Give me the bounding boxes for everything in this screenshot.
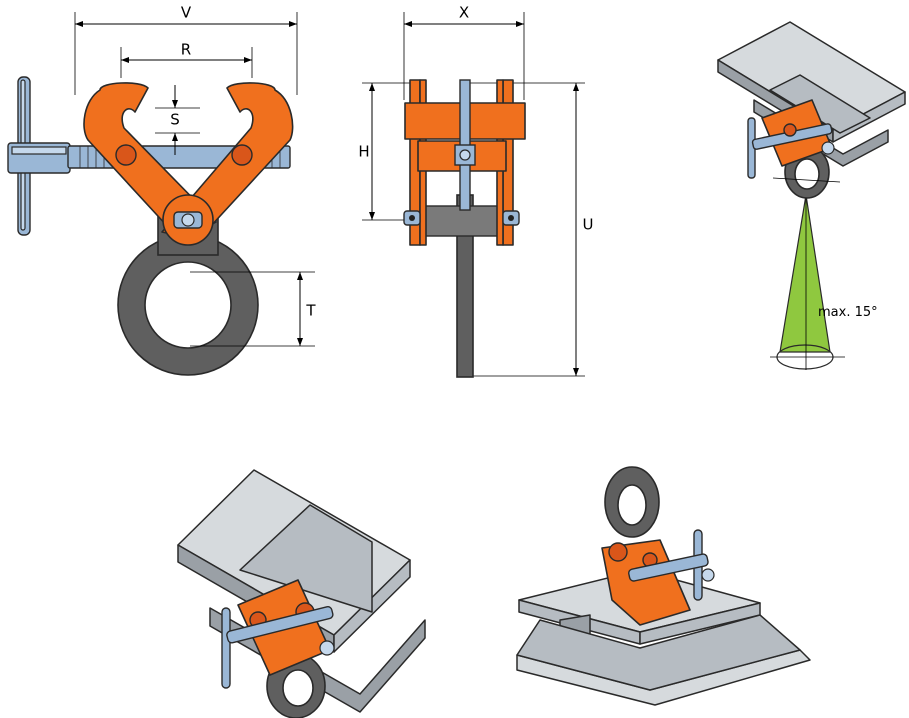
lower-spacer [417, 205, 505, 237]
clamp-jaws [83, 82, 294, 246]
dimension-label-x: X [459, 4, 469, 22]
dimension-x: X [403, 4, 525, 100]
dimension-label-u: U [583, 216, 594, 234]
beam-bottom-flange [753, 99, 889, 167]
beam-bottom-flange [209, 607, 426, 713]
dimension-label-s: S [170, 111, 180, 129]
dimension-label-h: H [358, 143, 369, 161]
dimension-s: S [155, 85, 200, 155]
installed-view-top [516, 466, 811, 706]
dimension-u: U [470, 82, 594, 377]
swing-angle-cone [779, 194, 831, 353]
dimension-label-t: T [305, 302, 316, 320]
dimension-h: H [358, 82, 410, 221]
dimension-r: R [120, 41, 253, 78]
side-view: X H U [358, 4, 593, 378]
front-view: V R [7, 4, 316, 376]
dimension-label-r: R [181, 41, 191, 59]
dimension-t: T [190, 271, 316, 347]
angle-view: max. 15° [717, 21, 906, 370]
dimension-v: V [74, 4, 298, 95]
dimension-label-v: V [181, 4, 192, 22]
angle-note: max. 15° [818, 305, 878, 320]
installed-view-under [177, 469, 426, 718]
